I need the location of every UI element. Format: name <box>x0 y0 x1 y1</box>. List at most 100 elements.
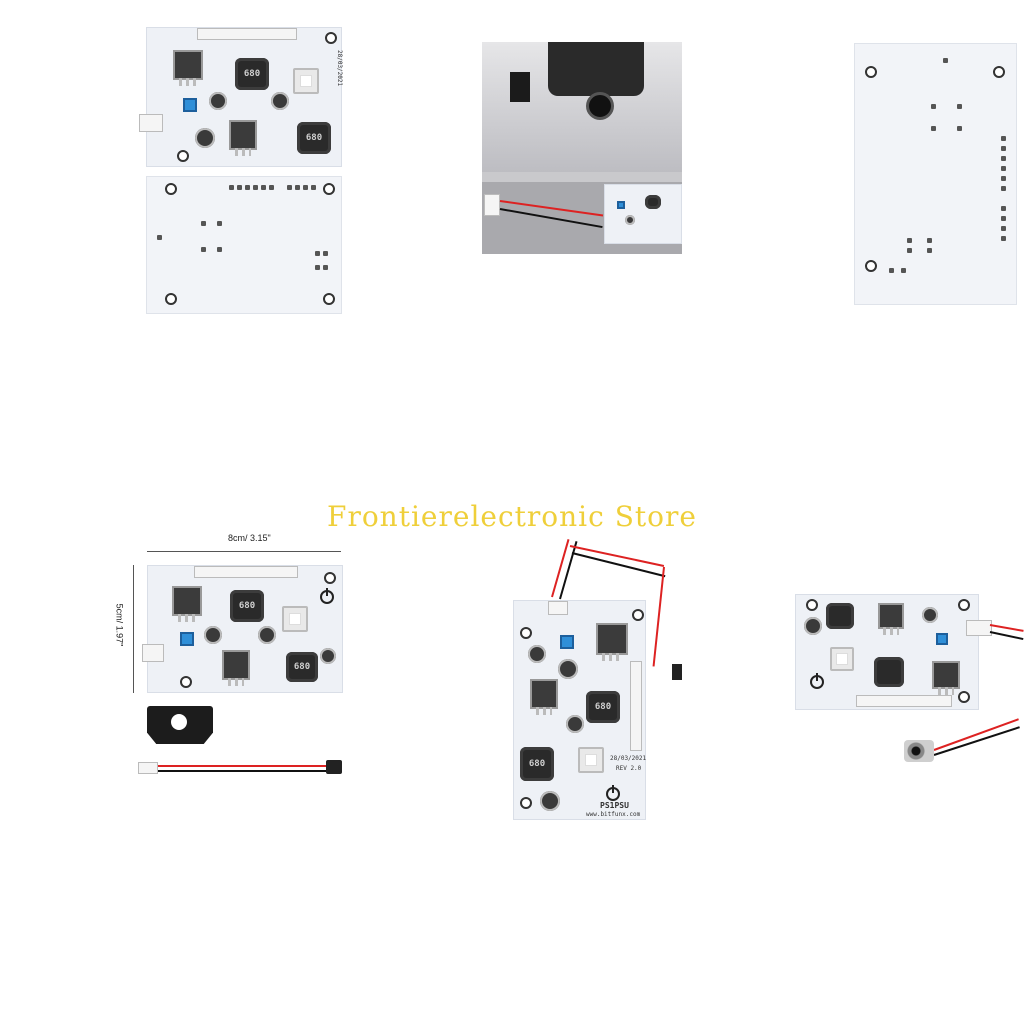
header-connector <box>197 28 297 40</box>
via <box>1001 166 1006 171</box>
voltage-regulator <box>229 120 257 156</box>
via <box>931 104 936 109</box>
optical-drive <box>548 42 644 96</box>
mount-hole <box>323 183 335 195</box>
via <box>1001 136 1006 141</box>
capacitor <box>625 215 635 225</box>
mount-hole <box>165 183 177 195</box>
via <box>295 185 300 190</box>
cable-connector <box>138 762 158 774</box>
capacitor <box>209 92 227 110</box>
via <box>927 238 932 243</box>
via <box>1001 176 1006 181</box>
cable-plug <box>326 760 342 774</box>
power-connector <box>139 114 163 132</box>
via <box>1001 226 1006 231</box>
capacitor <box>258 626 276 644</box>
via <box>907 248 912 253</box>
capacitor <box>804 617 822 635</box>
via <box>201 247 206 252</box>
mount-hole <box>180 676 192 688</box>
mount-hole <box>865 260 877 272</box>
inductor: 680 <box>520 747 554 781</box>
via <box>957 104 962 109</box>
black-wire <box>158 770 330 772</box>
inductor <box>645 195 661 209</box>
mount-hole <box>323 293 335 305</box>
reset-button <box>180 632 194 646</box>
store-watermark: Frontierelectronic Store <box>327 500 697 533</box>
capacitor <box>922 607 938 623</box>
width-dimension-label: 8cm/ 3.15" <box>228 533 271 543</box>
mounting-bracket <box>147 706 213 744</box>
cable-plug <box>672 664 682 680</box>
capacitor <box>558 659 578 679</box>
via <box>237 185 242 190</box>
mount-hole <box>520 627 532 639</box>
via <box>201 221 206 226</box>
drive-connector <box>510 72 530 102</box>
via <box>1001 146 1006 151</box>
reset-button <box>183 98 197 112</box>
via <box>943 58 948 63</box>
board-dimension-photo: 680 680 <box>142 565 343 693</box>
board-front-photo: 680 680 28/03/2021 <box>139 27 343 167</box>
power-switch <box>293 68 319 94</box>
red-wire <box>989 624 1024 632</box>
mount-hole <box>958 691 970 703</box>
via <box>261 185 266 190</box>
header-connector <box>630 661 642 751</box>
board-revision-label: REV 2.0 <box>616 765 642 772</box>
black-wire <box>933 726 1020 756</box>
capacitor <box>271 92 289 110</box>
inductor: 680 <box>235 58 269 90</box>
capacitor <box>566 715 584 733</box>
voltage-regulator <box>530 679 558 715</box>
barrel-jack <box>904 740 934 762</box>
width-dimension-line <box>147 551 341 552</box>
via <box>245 185 250 190</box>
power-switch <box>830 647 854 671</box>
height-dimension-label: 5cm/ 1.97" <box>114 603 125 647</box>
via <box>1001 216 1006 221</box>
inductor: 680 <box>297 122 331 154</box>
power-icon <box>320 590 334 604</box>
via <box>315 251 320 256</box>
black-wire <box>989 631 1024 641</box>
capacitor <box>204 626 222 644</box>
via <box>315 265 320 270</box>
capacitor <box>540 791 560 811</box>
capacitor <box>320 648 336 664</box>
header-connector <box>194 566 298 578</box>
reset-button <box>617 201 625 209</box>
inductor: 680 <box>286 652 318 682</box>
via <box>1001 186 1006 191</box>
capacitor <box>195 128 215 148</box>
power-connector <box>548 601 568 615</box>
black-wire <box>559 541 578 600</box>
via <box>253 185 258 190</box>
power-connector <box>966 620 992 636</box>
via <box>323 265 328 270</box>
via <box>217 221 222 226</box>
red-wire <box>933 718 1019 751</box>
power-icon <box>810 675 824 689</box>
reset-button <box>560 635 574 649</box>
via <box>957 126 962 131</box>
reset-button <box>936 633 948 645</box>
board-date-label: 28/03/2021 <box>336 50 343 87</box>
voltage-regulator <box>932 661 960 695</box>
board-brand-label: PS1PSU <box>600 801 629 810</box>
inductor: 680 <box>230 590 264 622</box>
mount-hole <box>865 66 877 78</box>
power-switch <box>282 606 308 632</box>
via <box>927 248 932 253</box>
board-vertical-photo: 680 680 28/03/2021 REV 2.0 PS1PSU www.bi… <box>513 600 646 820</box>
via <box>229 185 234 190</box>
inductor: 680 <box>586 691 620 723</box>
voltage-regulator <box>172 586 202 622</box>
board-date-label: 28/03/2021 <box>610 755 647 762</box>
mount-hole <box>993 66 1005 78</box>
via <box>1001 206 1006 211</box>
mount-hole <box>520 797 532 809</box>
